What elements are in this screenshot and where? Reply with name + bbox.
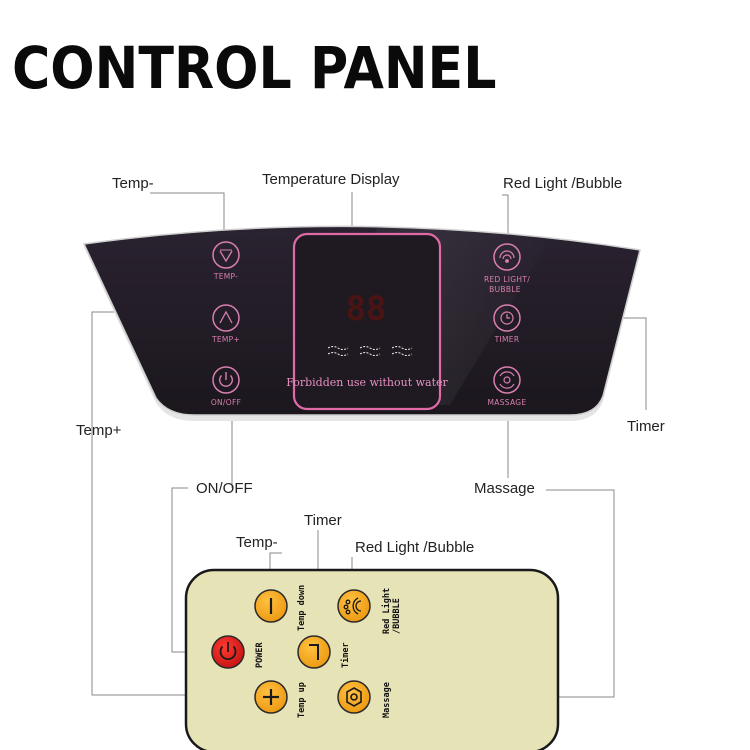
page-title: CONTROL PANEL: [12, 34, 497, 102]
leader-temp-minus: [150, 192, 225, 236]
timer-bracket-icon: [309, 644, 319, 660]
temp-up-ring: [212, 304, 240, 332]
control-panel: TEMP- TEMP+ ON/OFF 88: [82, 222, 641, 421]
callout-timer: Timer: [627, 418, 665, 435]
heat-indicator-1: [327, 346, 349, 356]
panel-red-light-button[interactable]: RED LIGHT/ BUBBLE: [484, 243, 530, 294]
remote-timer-label: Timer: [340, 642, 351, 668]
power-icon: [219, 642, 237, 660]
remote-massage-button[interactable]: Massage: [337, 680, 392, 718]
panel-on-off-label: ON/OFF: [211, 398, 241, 407]
heat-indicator-3: [391, 346, 413, 356]
display-frame: [292, 232, 442, 411]
massage-icon: [499, 371, 515, 389]
callout-on-off: ON/OFF: [196, 480, 253, 497]
plus-icon: [263, 689, 279, 705]
display-warning-text: Forbidden use without water: [286, 376, 448, 389]
panel-timer-button[interactable]: TIMER: [493, 304, 521, 344]
callout-temp-minus: Temp-: [112, 175, 154, 192]
remote-red-light-label-1: Red Light: [381, 588, 392, 634]
panel-massage-button[interactable]: MASSAGE: [488, 366, 527, 407]
red-light-ring: [493, 243, 521, 271]
on-off-ring: [212, 366, 240, 394]
bubble-light-icon: [499, 250, 515, 263]
chevron-up-icon: [219, 310, 233, 324]
callout-remote-red-light-bubble: Red Light /Bubble: [355, 539, 475, 556]
bubble-light-icon: [343, 597, 362, 615]
callout-temp-plus: Temp+: [76, 422, 122, 439]
massage-gear-icon: [346, 687, 362, 707]
remote-massage-label: Massage: [382, 682, 392, 718]
remote-temp-down-button[interactable]: Temp down: [254, 585, 307, 631]
remote-temp-up-label: Temp up: [297, 682, 307, 718]
panel-temp-down-button[interactable]: TEMP-: [212, 241, 240, 281]
remote-power-button[interactable]: POWER: [211, 635, 265, 669]
remote-timer-button[interactable]: Timer: [297, 635, 351, 669]
panel-temp-up-label: TEMP+: [211, 335, 240, 344]
panel-red-light-label-1: RED LIGHT/: [484, 275, 530, 284]
remote-power-label: POWER: [255, 642, 265, 668]
panel-timer-label: TIMER: [494, 335, 520, 344]
panel-massage-label: MASSAGE: [488, 398, 527, 407]
chevron-down-icon: [219, 250, 233, 263]
remote-temp-up-button[interactable]: Temp up: [254, 680, 307, 718]
panel-red-light-label-2: BUBBLE: [489, 285, 521, 294]
temp-down-ring: [212, 241, 240, 269]
remote-temp-down-label: Temp down: [297, 585, 307, 631]
callout-temperature-display: Temperature Display: [262, 171, 400, 188]
callout-massage: Massage: [474, 480, 535, 497]
panel-temp-down-label: TEMP-: [213, 272, 238, 281]
clock-icon: [500, 311, 514, 325]
heat-indicator-2: [359, 346, 381, 356]
display-digits: 88: [346, 289, 387, 329]
power-icon: [219, 372, 233, 387]
panel-on-off-button[interactable]: ON/OFF: [211, 366, 241, 407]
callout-red-light-bubble: Red Light /Bubble: [503, 175, 623, 192]
callout-remote-temp-minus: Temp-: [236, 534, 278, 551]
massage-ring: [493, 366, 521, 394]
panel-temp-up-button[interactable]: TEMP+: [211, 304, 240, 344]
heat-indicator-icons: [327, 346, 413, 356]
callout-remote-timer: Timer: [304, 512, 342, 529]
timer-ring: [493, 304, 521, 332]
remote-red-light-button[interactable]: Red Light /BUBBLE: [337, 588, 402, 634]
remote-control: Temp down Red Light /BUBBLE: [184, 568, 560, 750]
temperature-display: 88 Forbidden use without water: [286, 232, 449, 411]
remote-red-light-label-2: /BUBBLE: [392, 598, 402, 634]
